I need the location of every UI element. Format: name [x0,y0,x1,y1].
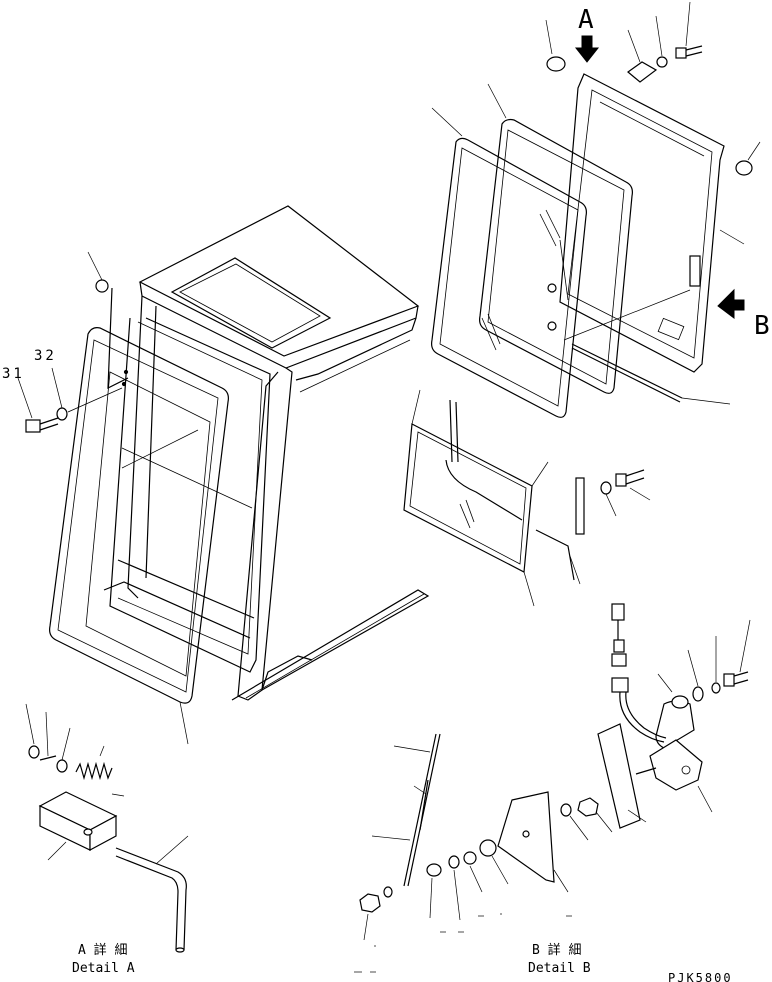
view-b-marker: B [717,288,770,341]
detail-b [354,603,751,973]
side-nut [735,160,753,176]
glass-latch-bolt [575,469,651,535]
ref-32-label: 32 [34,348,57,364]
rear-window-frame [545,1,761,373]
rear-window-seal [479,83,633,394]
view-b-label: B [754,311,770,341]
wire-clip [87,251,129,389]
cab-body [103,205,430,701]
detail-a-title-jp: A 詳 細 [78,942,127,958]
bolt-31-assembly [17,367,123,433]
detail-b-title-jp: B 詳 細 [532,942,581,958]
rubber-strip [571,343,731,405]
ref-31-label: 31 [2,366,25,382]
top-nut [546,56,566,72]
view-a-marker: A [574,5,600,63]
drawing-code: PJK5800 [668,971,733,982]
left-window-seal [49,327,229,745]
detail-b-title-en: Detail B [528,961,591,976]
view-a-label: A [578,5,594,35]
roof-hatch [170,257,332,349]
rear-window-glass [431,107,587,418]
detail-a-title-en: Detail A [72,961,135,976]
lower-sliding-glass [403,389,581,607]
detail-a [25,703,189,953]
